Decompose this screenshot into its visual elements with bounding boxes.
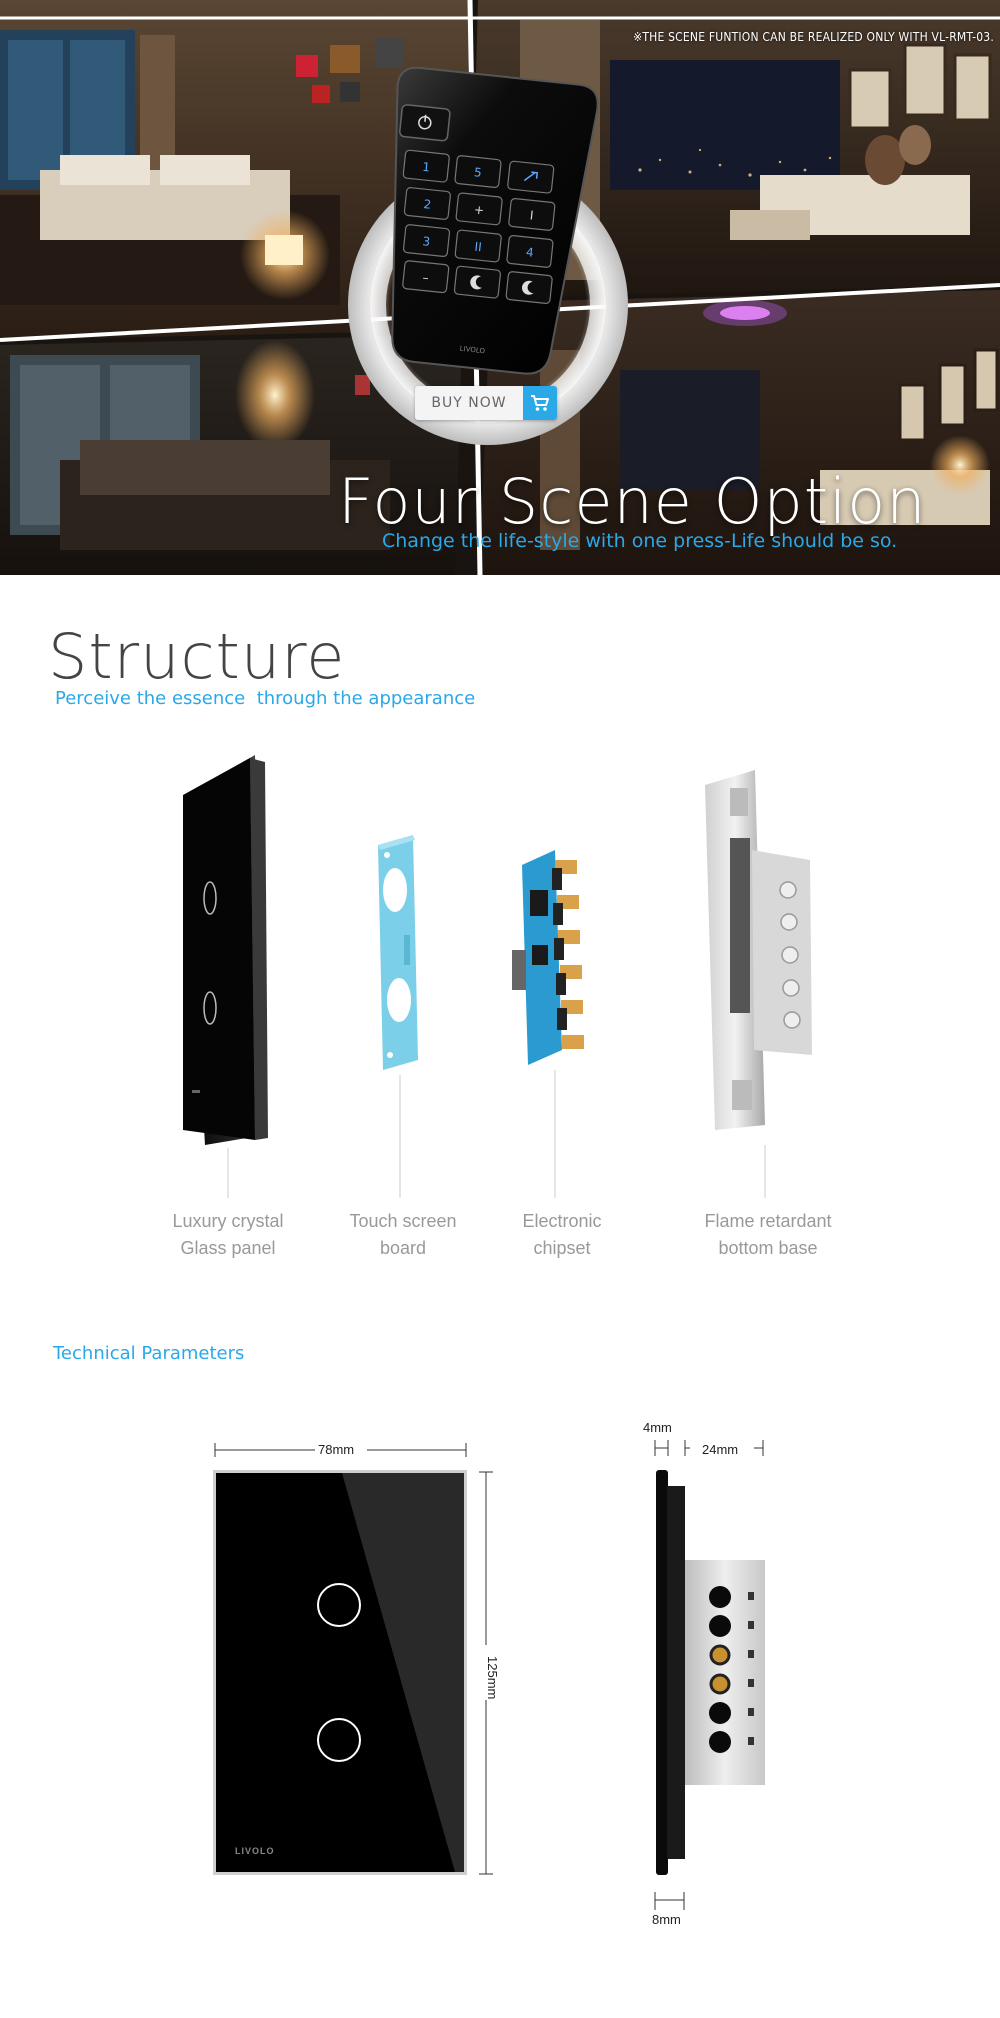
remote-keypad: 1 5 2 + I 3 II 4 – LIVOLO xyxy=(402,149,556,356)
remote-key-label: I xyxy=(529,208,534,222)
dimmer-icon xyxy=(523,171,539,182)
height-dimension-label: 125mm xyxy=(485,1656,500,1700)
four-scene-subtitle: Change the life-style with one press-Lif… xyxy=(382,530,898,552)
frame-depth-label: 8mm xyxy=(652,1912,681,1927)
remote-key xyxy=(454,155,502,189)
dimension-drawing: 78mm 125mm 4mm 24mm 8mm LIVOLO xyxy=(0,1400,1000,1940)
width-dimension-label: 78mm xyxy=(318,1442,355,1457)
room-scenes-image xyxy=(0,0,1000,575)
structure-heading: Structure xyxy=(48,620,346,693)
remote-key xyxy=(454,229,502,263)
remote-key-label: 5 xyxy=(473,165,482,180)
scene-function-notice: ※THE SCENE FUNTION CAN BE REALIZED ONLY … xyxy=(633,30,994,44)
remote-key xyxy=(402,224,451,258)
remote-key xyxy=(506,235,554,268)
hero-banner: 1 5 2 + I 3 II 4 – LIVOLO ※THE SCENE FUNTION CAN … xyxy=(0,0,1000,575)
remote-key xyxy=(453,265,501,299)
remote-key-label: 4 xyxy=(525,245,534,260)
remote-key xyxy=(403,187,451,220)
base-depth-label: 24mm xyxy=(702,1442,739,1457)
remote-key-label: – xyxy=(422,270,429,285)
buy-now-button[interactable]: BUY NOW xyxy=(415,386,557,420)
touch-board-image xyxy=(378,835,418,1070)
shopping-cart-icon xyxy=(523,386,557,420)
chipset-image xyxy=(512,850,584,1065)
remote-key-label: + xyxy=(473,202,484,217)
front-panel-drawing xyxy=(213,1470,467,1875)
remote-key-label: 2 xyxy=(423,197,432,212)
moon-icon xyxy=(522,280,534,295)
panel-brand-logo: LIVOLO xyxy=(235,1846,275,1856)
remote-key xyxy=(402,260,450,294)
four-scene-title: Four Scene Option xyxy=(338,465,927,538)
glass-depth-label: 4mm xyxy=(643,1420,672,1435)
structure-subheading: Perceive the essence through the appeara… xyxy=(55,688,476,709)
remote-key xyxy=(402,149,450,183)
buy-now-label: BUY NOW xyxy=(431,395,507,411)
remote-key xyxy=(505,271,553,304)
bottom-base-image xyxy=(705,770,812,1130)
remote-key-label: 1 xyxy=(422,160,431,175)
remote-key-label: 3 xyxy=(422,234,431,249)
moon-icon xyxy=(470,275,482,290)
remote-key-label: II xyxy=(474,240,483,255)
side-view-drawing xyxy=(656,1470,765,1875)
remote-key xyxy=(455,192,503,226)
remote-brand-logo: LIVOLO xyxy=(459,345,485,356)
remote-key xyxy=(508,198,556,231)
glass-panel-image xyxy=(183,755,268,1145)
technical-parameters-heading: Technical Parameters xyxy=(53,1343,245,1364)
remote-key xyxy=(507,160,555,194)
